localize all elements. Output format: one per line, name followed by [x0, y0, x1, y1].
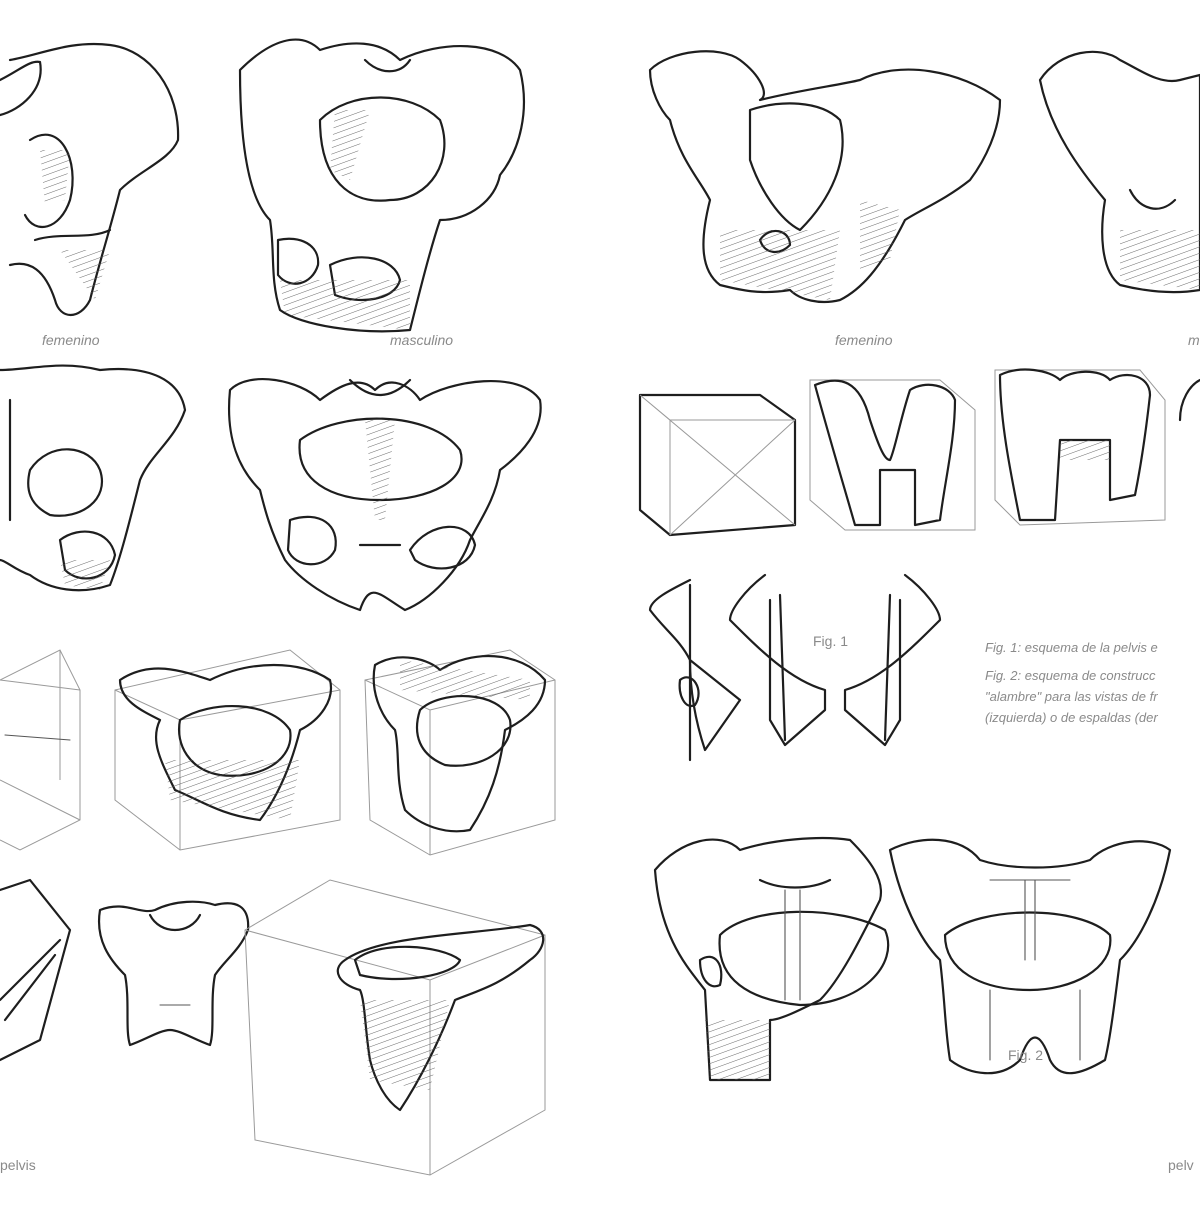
footer-left: pelvis: [0, 1157, 36, 1173]
fig2-back-schematic: [888, 838, 1172, 1075]
note-line-2: Fig. 2: esquema de construcc: [985, 668, 1156, 683]
fig2-front-schematic: [653, 836, 890, 1082]
construction-partial-4: [1178, 378, 1200, 422]
pelvis-sketch-female-back: [648, 50, 1002, 304]
note-line-4: (izquierda) o de espaldas (der: [985, 710, 1158, 725]
note-line-3: "alambre" para las vistas de fr: [985, 689, 1158, 704]
caption-female-right: femenino: [835, 332, 893, 348]
construction-cube-3: [994, 368, 1166, 526]
pelvis-box-sketch-1: [0, 649, 81, 851]
pelvis-sketch-female-oblique: [0, 42, 180, 317]
caption-female-left: femenino: [42, 332, 100, 348]
footer-right: pelv: [1168, 1157, 1194, 1173]
pelvis-box-sketch-3: [364, 649, 556, 856]
pelvis-sketch-male-back: [1038, 50, 1200, 294]
fig1-wire-schematic: [648, 573, 942, 762]
note-line-1: Fig. 1: esquema de la pelvis e: [985, 640, 1158, 655]
caption-male-left: masculino: [390, 332, 454, 348]
pelvis-box-sketch-5: [244, 879, 546, 1176]
fig2-label: Fig. 2: [1008, 1047, 1044, 1063]
construction-cube-2: [809, 379, 976, 531]
pelvis-box-sketch-2: [114, 649, 341, 851]
pelvis-sketch-female-front: [0, 364, 187, 592]
pelvis-sketch-male-front: [228, 378, 542, 612]
construction-cube-1: [638, 393, 797, 537]
caption-male-right-partial: m: [1188, 332, 1200, 348]
pelvis-box-sketch-4: [0, 878, 72, 1062]
pelvis-sketch-outline-small: [97, 900, 250, 1047]
fig1-label: Fig. 1: [813, 633, 849, 649]
pelvis-sketch-male-oblique: [238, 38, 526, 333]
